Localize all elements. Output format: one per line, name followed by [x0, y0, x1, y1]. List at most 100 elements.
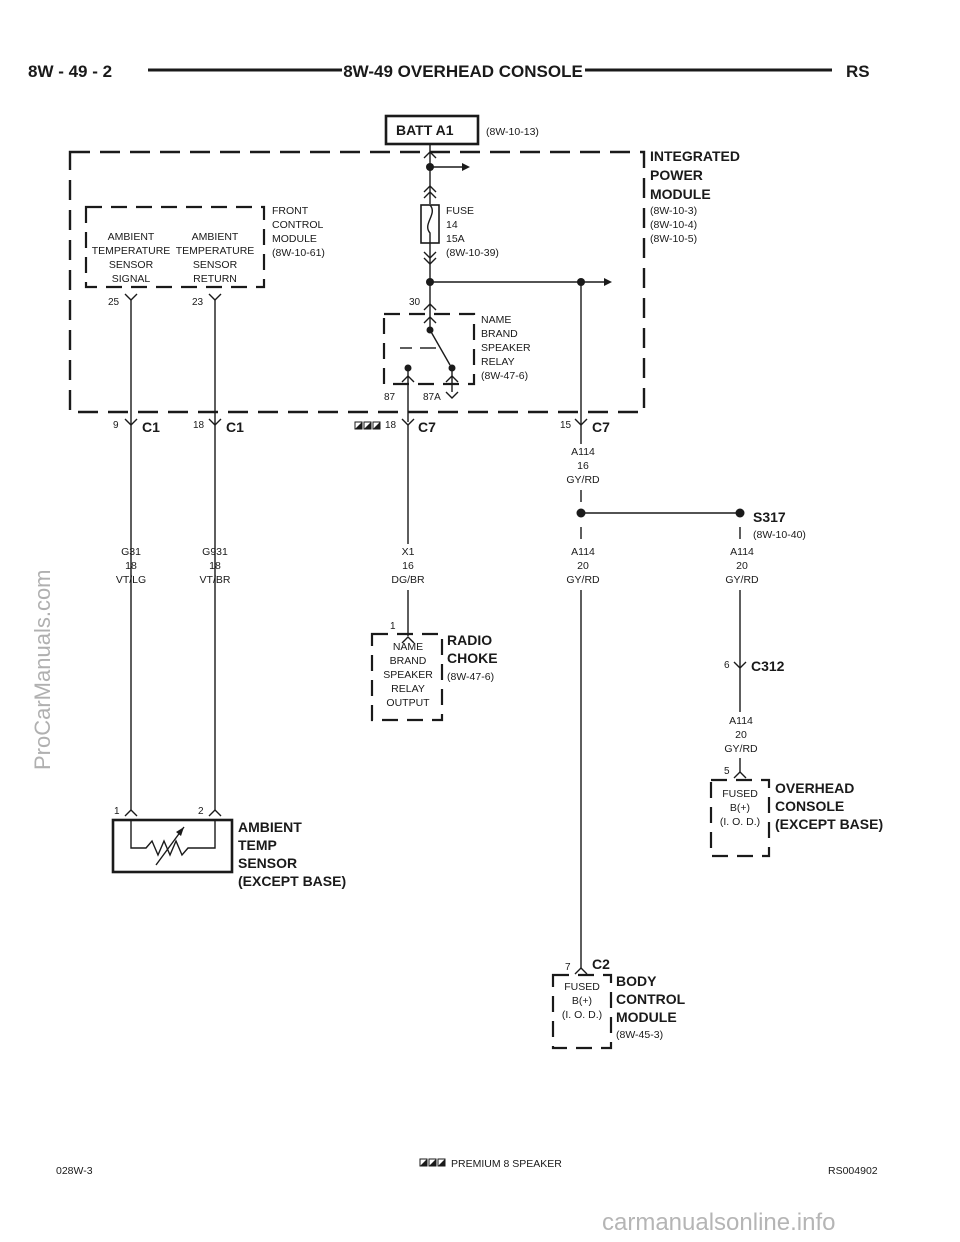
legend-text: PREMIUM 8 SPEAKER — [451, 1158, 562, 1170]
ipm-boundary — [68, 150, 646, 414]
fcm-signal-label: TEMPERATURE — [92, 245, 171, 257]
fcm-signal-label: AMBIENT — [108, 231, 155, 243]
radio-choke-inner: NAME — [393, 641, 423, 653]
terminal-chevron — [423, 151, 437, 159]
connector-name: C1 — [226, 419, 244, 435]
wire-color: VT/BR — [200, 574, 231, 586]
wire-circuit: G931 — [202, 546, 228, 558]
wire-circuit: A114 — [730, 546, 754, 558]
wire-color: GY/RD — [725, 574, 759, 586]
batt-ref: (8W-10-13) — [486, 126, 539, 138]
fcm-name: CONTROL — [272, 219, 323, 231]
pin-number: 18 — [193, 420, 205, 431]
ohc-name: (EXCEPT BASE) — [775, 816, 883, 832]
sensor-name: TEMP — [238, 837, 277, 853]
bcm-name: CONTROL — [616, 991, 686, 1007]
relay-boundary — [382, 312, 476, 386]
wire-gauge: 18 — [125, 560, 137, 572]
radio-choke-inner: RELAY — [391, 683, 425, 695]
wire-label-a114-s317: A114 20 GY/RD — [725, 546, 759, 586]
premium-speaker-legend-icon — [354, 421, 381, 430]
splice-dot — [735, 508, 745, 518]
wire-label-x1: X1 16 DG/BR — [391, 546, 425, 586]
premium-speaker-legend-icon — [419, 1158, 446, 1167]
pin-number: 1 — [390, 621, 396, 632]
pin-number: 2 — [198, 806, 204, 817]
relay-label: RELAY — [481, 356, 515, 368]
ipm-ref: (8W-10-3) — [650, 205, 697, 217]
fuse-rating: 15A — [446, 233, 465, 245]
wire-color: GY/RD — [724, 743, 758, 755]
batt-a1: BATT A1 (8W-10-13) — [384, 114, 539, 146]
connector-c1-9: 9 C1 — [113, 418, 160, 435]
pin-number: 5 — [724, 766, 730, 777]
radio-choke-name: CHOKE — [447, 650, 498, 666]
wire-gauge: 20 — [735, 729, 747, 741]
radio-choke-inner: BRAND — [390, 655, 427, 667]
wire-color: GY/RD — [566, 574, 600, 586]
connector-c312: 6 C312 — [724, 658, 785, 712]
radio-choke-boundary — [370, 632, 444, 722]
relay-pin-30: 30 — [409, 297, 421, 308]
ipm-ref: (8W-10-5) — [650, 233, 697, 245]
ohc-inner: FUSED — [722, 788, 758, 800]
fuse-14: FUSE 14 15A (8W-10-39) — [420, 204, 612, 286]
overhead-console-boundary — [709, 778, 771, 858]
connector-name: C312 — [751, 658, 785, 674]
wire-circuit: G31 — [121, 546, 141, 558]
bcm-name: BODY — [616, 973, 657, 989]
wire-label-g31: G31 18 VT/LG — [116, 546, 146, 586]
bcm-ref: (8W-45-3) — [616, 1029, 663, 1041]
fuse-label: FUSE — [446, 205, 474, 217]
fcm-return-label: SENSOR — [193, 259, 238, 271]
connector-name: C7 — [418, 419, 436, 435]
page-header: 8W - 49 - 2 8W-49 OVERHEAD CONSOLE RS — [28, 62, 870, 81]
wire-label-a114-ohc: A114 20 GY/RD — [724, 715, 758, 755]
connector-name: C2 — [592, 956, 610, 972]
ipm-ref: (8W-10-4) — [650, 219, 697, 231]
fuse-ref: (8W-10-39) — [446, 247, 499, 259]
radio-choke-inner: SPEAKER — [383, 669, 433, 681]
watermark-left: ProCarManuals.com — [30, 569, 55, 770]
ohc-name: OVERHEAD — [775, 780, 854, 796]
front-control-module: AMBIENT TEMPERATURE SENSOR SIGNAL AMBIEN… — [84, 205, 325, 308]
wire-gauge: 20 — [736, 560, 748, 572]
arrow-right — [604, 278, 612, 286]
fcm-boundary — [84, 205, 266, 289]
fcm-return-label: RETURN — [193, 273, 237, 285]
connector-name: C7 — [592, 419, 610, 435]
relay-pin-87: 87 — [384, 392, 396, 403]
wire-color: GY/RD — [566, 474, 600, 486]
ambient-temp-sensor: 1 2 AMBIENT TEMP SENSOR (EXCEPT BASE) — [111, 806, 346, 889]
pin-number: 9 — [113, 420, 119, 431]
wire-gauge: 18 — [209, 560, 221, 572]
connector-c7-18: 18 C7 — [354, 418, 436, 435]
fcm-signal-label: SIGNAL — [112, 273, 151, 285]
wire-circuit: A114 — [571, 546, 595, 558]
ipm-name-line: MODULE — [650, 186, 711, 202]
ipm-name-line: INTEGRATED — [650, 148, 740, 164]
footer-left-code: 028W-3 — [56, 1165, 93, 1177]
fcm-return-label: TEMPERATURE — [176, 245, 255, 257]
radio-choke-inner: OUTPUT — [386, 697, 430, 709]
fuse-number: 14 — [446, 219, 458, 231]
wire-label-a114-16: A114 16 GY/RD — [566, 446, 600, 486]
splice-name: S317 — [753, 509, 786, 525]
wire-gauge: 20 — [577, 560, 589, 572]
splice-ref: (8W-10-40) — [753, 529, 806, 541]
name-brand-speaker-relay: 30 87 87A NAME BRAND SPEAKER RELAY (8W-4… — [382, 282, 531, 422]
fcm-name: FRONT — [272, 205, 309, 217]
pin-number: 6 — [724, 660, 730, 671]
pin-number: 18 — [385, 420, 397, 431]
connector-c1-18: 18 C1 — [193, 418, 244, 435]
ipm-label: INTEGRATED POWER MODULE (8W-10-3) (8W-10… — [650, 148, 740, 245]
wire-circuit: A114 — [571, 446, 595, 458]
model-code: RS — [846, 62, 870, 81]
radio-choke-ref: (8W-47-6) — [447, 671, 494, 683]
wire-circuit: A114 — [729, 715, 753, 727]
radio-choke-name: RADIO — [447, 632, 492, 648]
pin-number: 7 — [565, 962, 571, 973]
arrow-right — [462, 163, 470, 171]
relay-label: BRAND — [481, 328, 518, 340]
